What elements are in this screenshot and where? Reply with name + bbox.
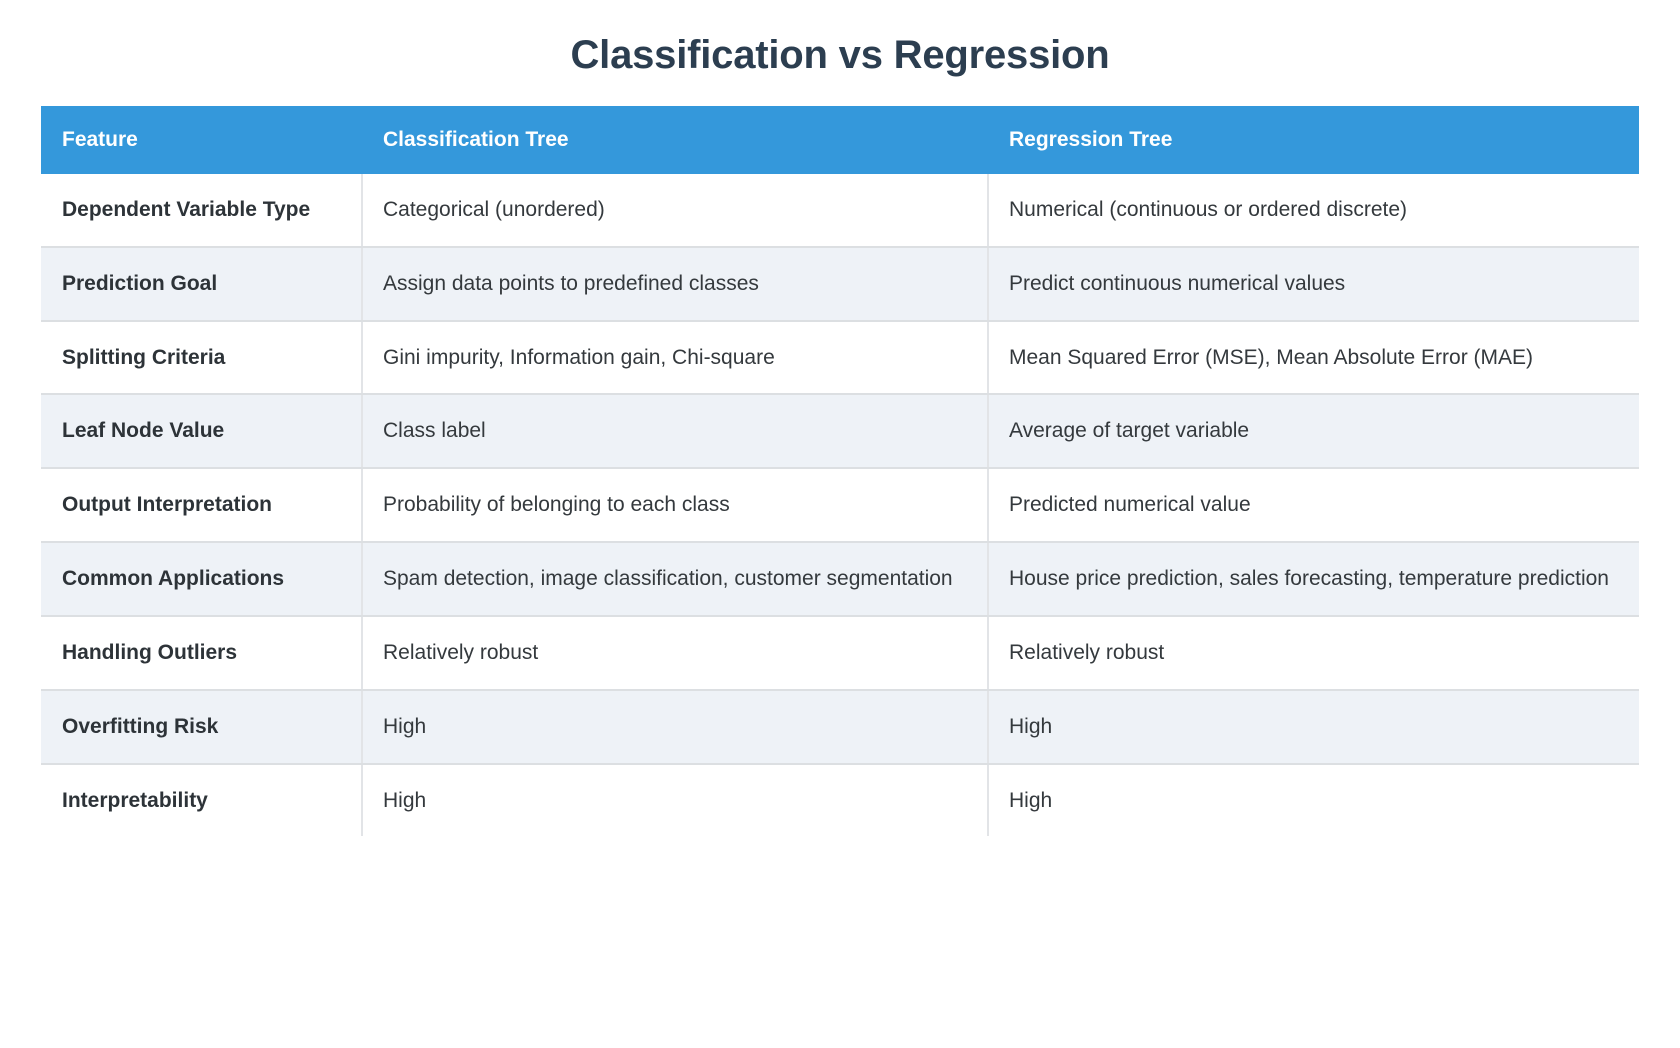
table-row: Overfitting Risk High High bbox=[41, 689, 1639, 765]
comparison-table-container: Feature Classification Tree Regression T… bbox=[41, 106, 1639, 837]
cell-classification: Relatively robust bbox=[362, 615, 989, 691]
cell-regression: High bbox=[988, 763, 1639, 837]
cell-feature: Interpretability bbox=[41, 763, 363, 837]
cell-regression: Predict continuous numerical values bbox=[988, 246, 1639, 322]
classification-vs-regression-table: Feature Classification Tree Regression T… bbox=[41, 106, 1639, 837]
cell-classification: Gini impurity, Information gain, Chi-squ… bbox=[362, 320, 989, 396]
table-body: Dependent Variable Type Categorical (uno… bbox=[41, 174, 1639, 837]
cell-feature: Prediction Goal bbox=[41, 246, 363, 322]
column-header-feature: Feature bbox=[41, 106, 362, 174]
table-header: Feature Classification Tree Regression T… bbox=[41, 106, 1639, 174]
column-header-classification-tree: Classification Tree bbox=[362, 106, 988, 174]
cell-classification: Spam detection, image classification, cu… bbox=[362, 542, 989, 617]
cell-regression: High bbox=[988, 689, 1639, 765]
cell-regression: Average of target variable bbox=[988, 394, 1639, 470]
column-header-regression-tree: Regression Tree bbox=[988, 106, 1639, 174]
table-row: Splitting Criteria Gini impurity, Inform… bbox=[41, 320, 1639, 396]
page-title: Classification vs Regression bbox=[570, 33, 1110, 77]
cell-feature: Splitting Criteria bbox=[41, 320, 363, 396]
cell-classification: High bbox=[362, 763, 989, 837]
table-row: Prediction Goal Assign data points to pr… bbox=[41, 246, 1639, 322]
cell-regression: Numerical (continuous or ordered discret… bbox=[988, 174, 1639, 248]
cell-feature: Leaf Node Value bbox=[41, 394, 363, 470]
cell-regression: Predicted numerical value bbox=[988, 468, 1639, 544]
table-header-row: Feature Classification Tree Regression T… bbox=[41, 106, 1639, 174]
table-row: Leaf Node Value Class label Average of t… bbox=[41, 394, 1639, 470]
cell-feature: Common Applications bbox=[41, 542, 363, 617]
table-row: Interpretability High High bbox=[41, 763, 1639, 837]
cell-feature: Dependent Variable Type bbox=[41, 174, 363, 248]
table-row: Dependent Variable Type Categorical (uno… bbox=[41, 174, 1639, 248]
table-row: Common Applications Spam detection, imag… bbox=[41, 542, 1639, 617]
cell-classification: High bbox=[362, 689, 989, 765]
cell-classification: Categorical (unordered) bbox=[362, 174, 989, 248]
cell-feature: Handling Outliers bbox=[41, 615, 363, 691]
cell-regression: House price prediction, sales forecastin… bbox=[988, 542, 1639, 617]
cell-classification: Class label bbox=[362, 394, 989, 470]
cell-regression: Relatively robust bbox=[988, 615, 1639, 691]
cell-feature: Output Interpretation bbox=[41, 468, 363, 544]
cell-classification: Assign data points to predefined classes bbox=[362, 246, 989, 322]
cell-regression: Mean Squared Error (MSE), Mean Absolute … bbox=[988, 320, 1639, 396]
table-row: Handling Outliers Relatively robust Rela… bbox=[41, 615, 1639, 691]
cell-feature: Overfitting Risk bbox=[41, 689, 363, 765]
table-row: Output Interpretation Probability of bel… bbox=[41, 468, 1639, 544]
cell-classification: Probability of belonging to each class bbox=[362, 468, 989, 544]
